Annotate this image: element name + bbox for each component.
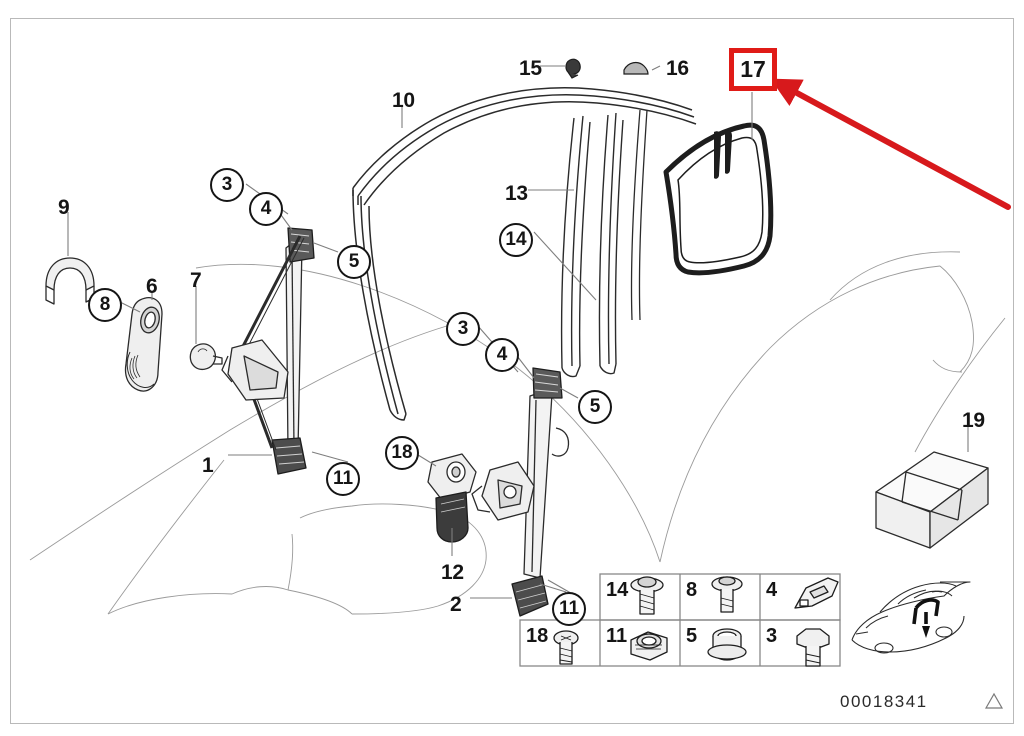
callout-8-circled[interactable]: 8 <box>88 288 122 322</box>
legend-item-4[interactable]: 4 <box>766 579 778 601</box>
callout-15[interactable]: 15 <box>519 57 542 80</box>
callout-9[interactable]: 9 <box>58 196 70 219</box>
diagram-frame <box>10 18 1014 724</box>
callout-6[interactable]: 6 <box>146 275 158 298</box>
callout-14-circled[interactable]: 14 <box>499 223 533 257</box>
callout-16[interactable]: 16 <box>666 57 689 80</box>
legend-item-14[interactable]: 14 <box>606 579 629 601</box>
callout-7[interactable]: 7 <box>190 269 202 292</box>
legend-item-8[interactable]: 8 <box>686 579 698 601</box>
diagram-id-label: 00018341 <box>840 692 928 711</box>
callout-11-circled[interactable]: 11 <box>552 592 586 626</box>
highlighted-callout-17[interactable]: 17 <box>729 48 777 91</box>
callout-2[interactable]: 2 <box>450 593 462 616</box>
legend-item-18[interactable]: 18 <box>526 625 549 647</box>
callout-5-circled[interactable]: 5 <box>337 245 371 279</box>
callout-12[interactable]: 12 <box>441 561 464 584</box>
callout-10[interactable]: 10 <box>392 89 415 112</box>
callout-4-circled[interactable]: 4 <box>249 192 283 226</box>
callout-3-circled[interactable]: 3 <box>446 312 480 346</box>
legend-item-3[interactable]: 3 <box>766 625 778 647</box>
callout-3-circled[interactable]: 3 <box>210 168 244 202</box>
legend-item-11[interactable]: 11 <box>606 625 628 647</box>
callout-13[interactable]: 13 <box>505 182 528 205</box>
callout-19[interactable]: 19 <box>962 409 985 432</box>
callout-1[interactable]: 1 <box>202 454 214 477</box>
callout-5-circled[interactable]: 5 <box>578 390 612 424</box>
legend-item-5[interactable]: 5 <box>686 625 698 647</box>
callout-18-circled[interactable]: 18 <box>385 436 419 470</box>
callout-4-circled[interactable]: 4 <box>485 338 519 372</box>
callout-11-circled[interactable]: 11 <box>326 462 360 496</box>
